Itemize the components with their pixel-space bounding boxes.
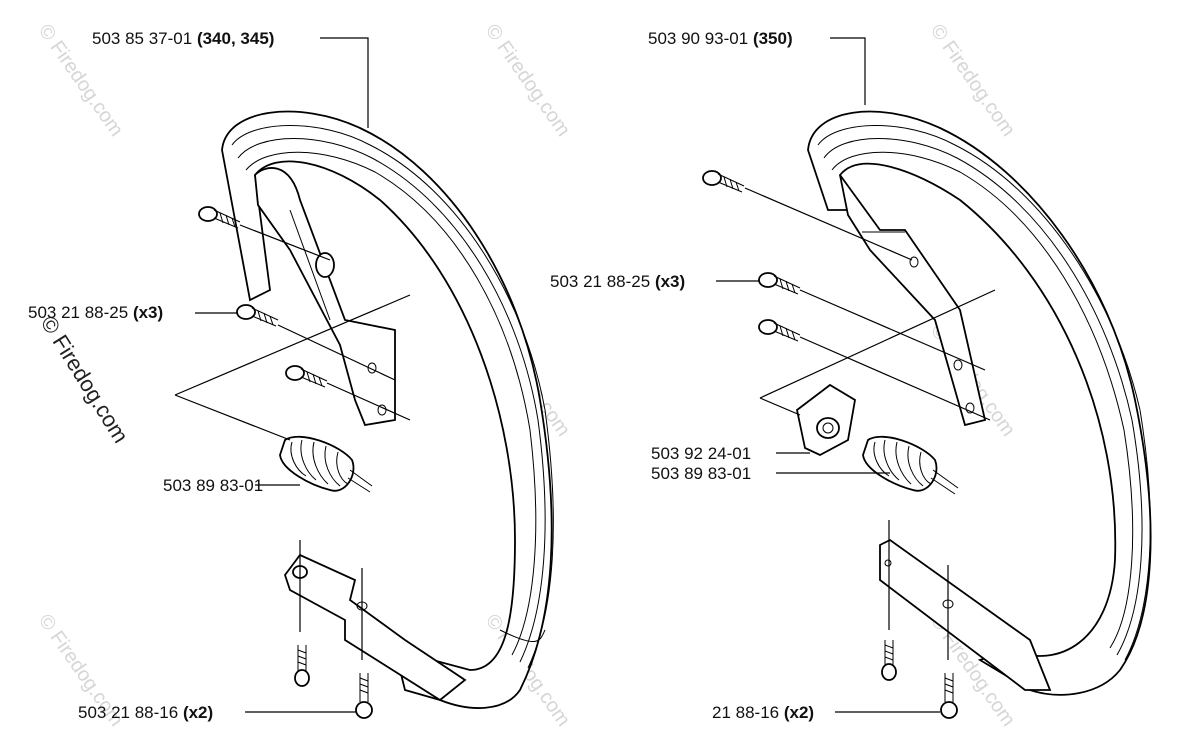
right-bottom-screw-label: 21 88-16 (x2)	[712, 703, 814, 722]
left-bottom-screw-label: 503 21 88-16 (x2)	[78, 703, 213, 722]
left-spring-label: 503 89 83-01	[163, 476, 263, 495]
right-screw-top	[702, 170, 745, 193]
left-handle-bar	[221, 110, 554, 709]
right-spring	[862, 435, 959, 495]
right-bottom-screw-2	[940, 673, 958, 719]
right-screw-label: 503 21 88-25 (x3)	[550, 272, 685, 291]
right-assembly: 503 90 93-01 (350) 503 21 88-25 (x3) 503…	[550, 29, 1152, 722]
right-bottom-screw-1	[881, 640, 897, 681]
left-screw-top	[198, 206, 241, 229]
left-assembly: 503 85 37-01 (340, 345) 503 21 88-25 (x3…	[28, 29, 554, 722]
left-bottom-screw-1	[294, 645, 310, 687]
watermark-3: © Firedog.com	[926, 20, 1019, 140]
right-bracket-label: 503 92 24-01	[651, 444, 751, 463]
right-bracket	[796, 383, 856, 457]
left-spring	[279, 435, 373, 493]
right-spring-label: 503 89 83-01	[651, 464, 751, 483]
left-screw-mid	[236, 304, 279, 327]
right-handle-label: 503 90 93-01 (350)	[648, 29, 793, 48]
watermark-2: © Firedog.com	[481, 20, 574, 140]
left-bottom-screw-2	[355, 673, 373, 719]
right-screw-mid	[758, 272, 801, 295]
right-screw-low	[758, 319, 801, 342]
right-handle-bar	[807, 110, 1152, 696]
left-screw-label: 503 21 88-25 (x3)	[28, 303, 163, 322]
left-screw-low	[285, 365, 328, 388]
left-handle-label: 503 85 37-01 (340, 345)	[92, 29, 274, 48]
watermark-dark: © Firedog.com	[36, 311, 134, 447]
